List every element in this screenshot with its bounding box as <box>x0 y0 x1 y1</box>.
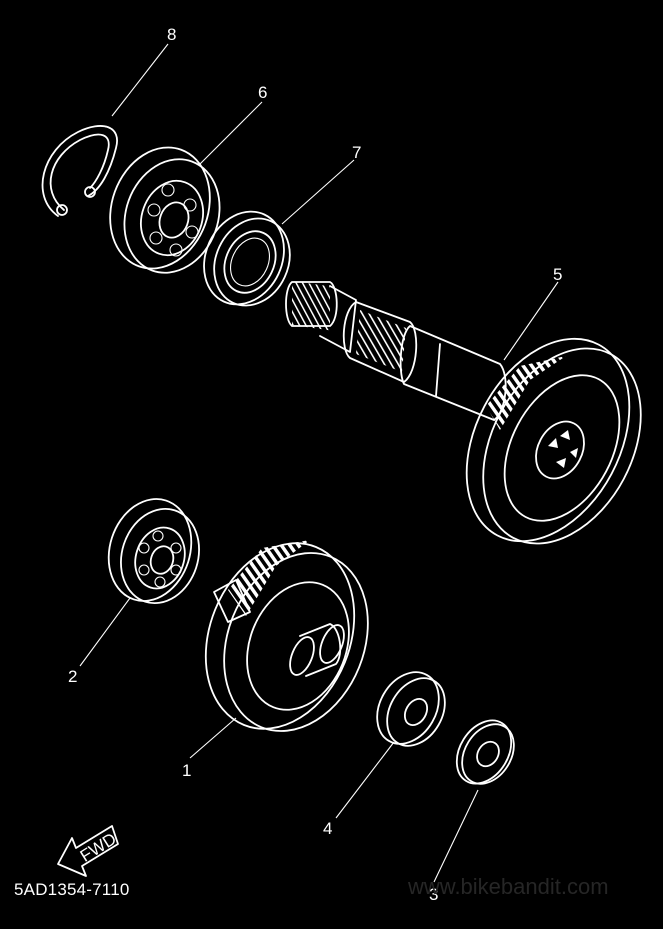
part-code: 5AD1354-7110 <box>14 880 130 899</box>
callout-8: 8 <box>167 25 176 44</box>
callout-2: 2 <box>68 667 77 686</box>
washer-thick-part <box>376 671 446 747</box>
leader-lines <box>79 43 559 883</box>
callout-7: 7 <box>352 143 361 162</box>
watermark: www.bikebandit.com <box>408 874 609 899</box>
callout-4: 4 <box>323 819 332 838</box>
circlip-part <box>41 125 118 217</box>
fwd-arrow-icon: FWD <box>57 825 120 877</box>
washer-thin-part <box>455 719 515 785</box>
callout-labels: 8 6 7 5 2 1 4 3 <box>68 25 562 904</box>
callout-3: 3 <box>429 885 438 904</box>
oil-seal-part <box>203 210 291 307</box>
bearing-lower-part <box>107 498 200 605</box>
callout-5: 5 <box>553 265 562 284</box>
gear-lower-part <box>204 540 369 732</box>
shaft-gear-part <box>285 281 642 545</box>
callout-6: 6 <box>258 83 267 102</box>
callout-1: 1 <box>182 761 191 780</box>
